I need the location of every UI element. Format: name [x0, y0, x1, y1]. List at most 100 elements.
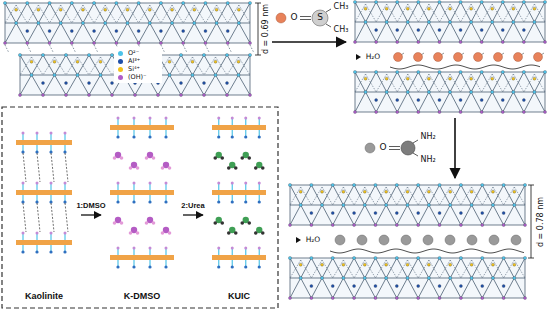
kaolinite-layer — [353, 70, 546, 113]
guest-atom — [247, 221, 251, 225]
polyhedra-edges — [5, 3, 250, 43]
si-atom — [299, 263, 302, 266]
o-atom — [3, 1, 6, 4]
al-atom — [310, 285, 313, 288]
o-atom — [225, 53, 228, 56]
kaolinite-layer — [18, 53, 251, 96]
hydroxyl-end — [116, 265, 119, 268]
atom-label: O — [379, 143, 386, 153]
o-atom — [30, 73, 33, 76]
o-atom — [179, 53, 182, 56]
hydroxyl-end — [50, 232, 53, 235]
al-atom — [93, 30, 96, 33]
hydroxyl-end — [36, 232, 39, 235]
single-bonds — [326, 9, 331, 27]
step-label: 2:Urea — [180, 202, 205, 210]
layer-fill — [5, 3, 250, 43]
si-atom — [406, 263, 409, 266]
o-atom — [522, 70, 525, 73]
guest-atom — [227, 231, 231, 235]
o-atom — [481, 256, 484, 259]
al-atom — [481, 285, 484, 288]
oh-group — [524, 297, 527, 300]
oh-group — [180, 94, 183, 97]
si-atom — [427, 77, 430, 80]
water-front-line — [330, 249, 524, 253]
o-atom — [523, 256, 526, 259]
oh-group — [70, 42, 73, 45]
si-atom — [237, 8, 240, 11]
o-atom — [182, 1, 185, 4]
oh-group — [501, 41, 504, 44]
urea-molecule — [445, 235, 455, 245]
o-atom — [406, 203, 409, 206]
al-atom — [395, 285, 398, 288]
o-atom — [248, 53, 251, 56]
oh-group — [438, 41, 441, 44]
hydroxyl-end — [244, 117, 247, 120]
hydroxyl-end — [64, 232, 67, 235]
hydroxyl-end — [22, 232, 25, 235]
si-atom — [53, 60, 56, 63]
o-atom — [406, 20, 409, 23]
hydroxyl-end — [148, 265, 151, 268]
o-atom — [438, 183, 441, 186]
al-atom — [180, 82, 183, 85]
hydrogen-bonds — [23, 203, 68, 232]
o-atom — [470, 276, 473, 279]
oh-group — [42, 94, 45, 97]
si-atom — [214, 60, 217, 63]
water-arrow — [356, 54, 361, 60]
guest-atom — [261, 231, 265, 235]
legend-entry: O²⁻ — [118, 49, 139, 57]
o-atom — [427, 276, 430, 279]
water-front-line — [390, 65, 540, 69]
si-atom — [470, 7, 473, 10]
si-atom — [512, 7, 515, 10]
oh-group — [182, 42, 185, 45]
o-atom — [417, 70, 420, 73]
o-atom — [395, 183, 398, 186]
o-atom — [395, 256, 398, 259]
o-atom — [470, 20, 473, 23]
hydroxyl-end — [148, 200, 151, 203]
si-atom — [191, 60, 194, 63]
hydroxyl-end — [231, 182, 234, 185]
al-atom — [501, 99, 504, 102]
inset-frame — [2, 107, 278, 308]
hydroxyl-end — [217, 135, 220, 138]
reaction-arrow — [81, 214, 101, 215]
hydroxyl-end — [244, 135, 247, 138]
oh-group — [375, 111, 378, 114]
al-atom — [374, 212, 377, 215]
o-atom — [48, 1, 51, 4]
o-atom — [168, 73, 171, 76]
oh-group — [395, 224, 398, 227]
o-atom — [438, 0, 441, 3]
si-atom — [215, 8, 218, 11]
hydroxyl-end — [258, 117, 261, 120]
o-atom — [533, 20, 536, 23]
legend-label: (OH)⁻ — [128, 74, 147, 81]
al-atom — [522, 99, 525, 102]
oh-group — [501, 111, 504, 114]
oh-group — [203, 94, 206, 97]
hidden-edges — [355, 74, 545, 92]
o-atom — [202, 53, 205, 56]
hydroxyl-end — [258, 247, 261, 250]
o-atom — [427, 20, 430, 23]
layer-fill — [290, 258, 525, 298]
guest-atom — [220, 221, 224, 225]
o-atom — [104, 21, 107, 24]
si-atom — [513, 190, 516, 193]
guest-atom — [254, 231, 258, 235]
hydroxyl-end — [21, 250, 24, 253]
hydroxyl-end — [244, 265, 247, 268]
oh-group — [417, 41, 420, 44]
o-atom — [459, 70, 462, 73]
oh-group — [226, 94, 229, 97]
si-atom — [427, 263, 430, 266]
o-atom — [170, 21, 173, 24]
o-atom — [406, 276, 409, 279]
o-atom — [320, 203, 323, 206]
